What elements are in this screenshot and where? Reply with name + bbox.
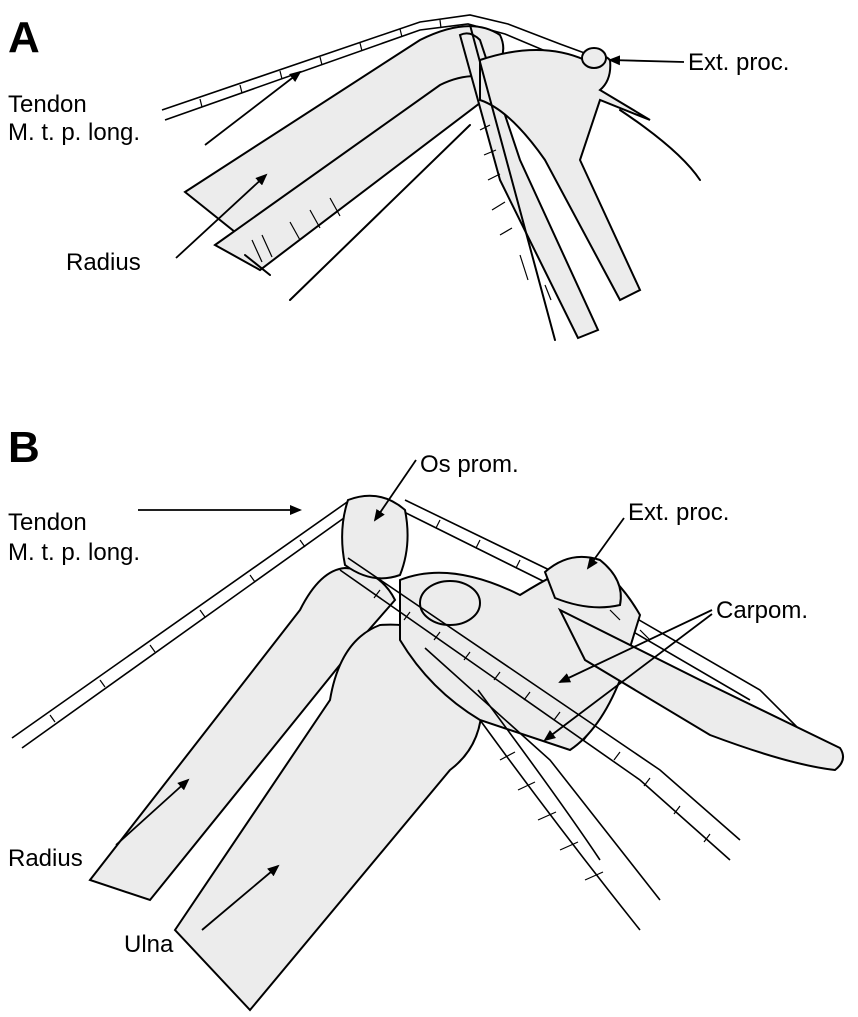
panel-b-ext-proc-label: Ext. proc. (628, 499, 729, 526)
panel-b-os-prom-label: Os prom. (420, 451, 519, 478)
panel-a-tendon-label-line1: Tendon (8, 91, 87, 118)
panel-b-carpom-label: Carpom. (716, 597, 808, 624)
panel-a-radius-label: Radius (66, 249, 141, 276)
panel-a-ext-proc-label: Ext. proc. (688, 49, 789, 76)
panel-a-radius-bone (185, 26, 503, 240)
panel-b-ext-proc-leader (588, 518, 624, 568)
panel-b-ulna-label: Ulna (124, 931, 174, 958)
panel-a: A (8, 13, 789, 340)
panel-a-letter: A (8, 13, 40, 62)
panel-b-radius-label: Radius (8, 845, 83, 872)
panel-a-ext-proc-knob (582, 48, 606, 68)
panel-a-tendon-label-line2: M. t. p. long. (8, 119, 140, 146)
panel-b-tendon-label-line2: M. t. p. long. (8, 539, 140, 566)
panel-b: B (8, 423, 843, 1010)
panel-b-tendon-label-line1: Tendon (8, 509, 87, 536)
panel-a-ext-proc-leader (610, 60, 684, 62)
panel-b-small-carpal (420, 581, 480, 625)
panel-b-letter: B (8, 423, 40, 472)
panel-b-os-prom (342, 496, 407, 579)
